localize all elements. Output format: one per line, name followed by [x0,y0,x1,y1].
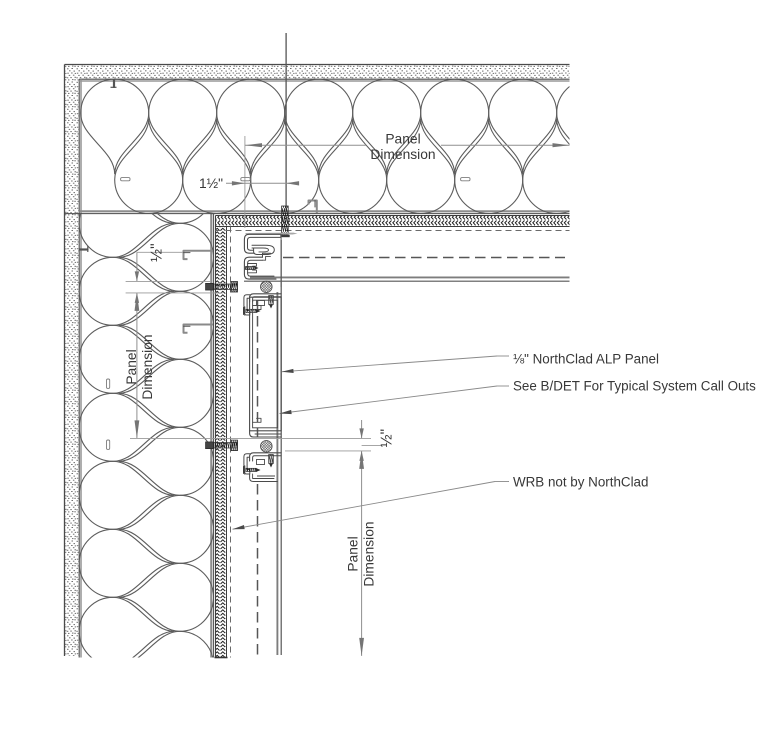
svg-text:See B/DET For Typical System C: See B/DET For Typical System Call Outs [513,379,756,394]
svg-text:Dimension: Dimension [140,334,155,399]
svg-text:Panel: Panel [385,131,420,146]
svg-text:Panel: Panel [346,536,361,571]
svg-text:Dimension: Dimension [362,521,377,586]
svg-text:WRB not by NorthClad: WRB not by NorthClad [513,474,648,489]
svg-text:1½": 1½" [199,176,223,191]
svg-text:Panel: Panel [124,349,139,384]
svg-text:½": ½" [379,429,396,447]
svg-text:Dimension: Dimension [370,147,435,162]
svg-text:½": ½" [149,243,166,261]
svg-text:⅛" NorthClad ALP Panel: ⅛" NorthClad ALP Panel [513,351,659,366]
